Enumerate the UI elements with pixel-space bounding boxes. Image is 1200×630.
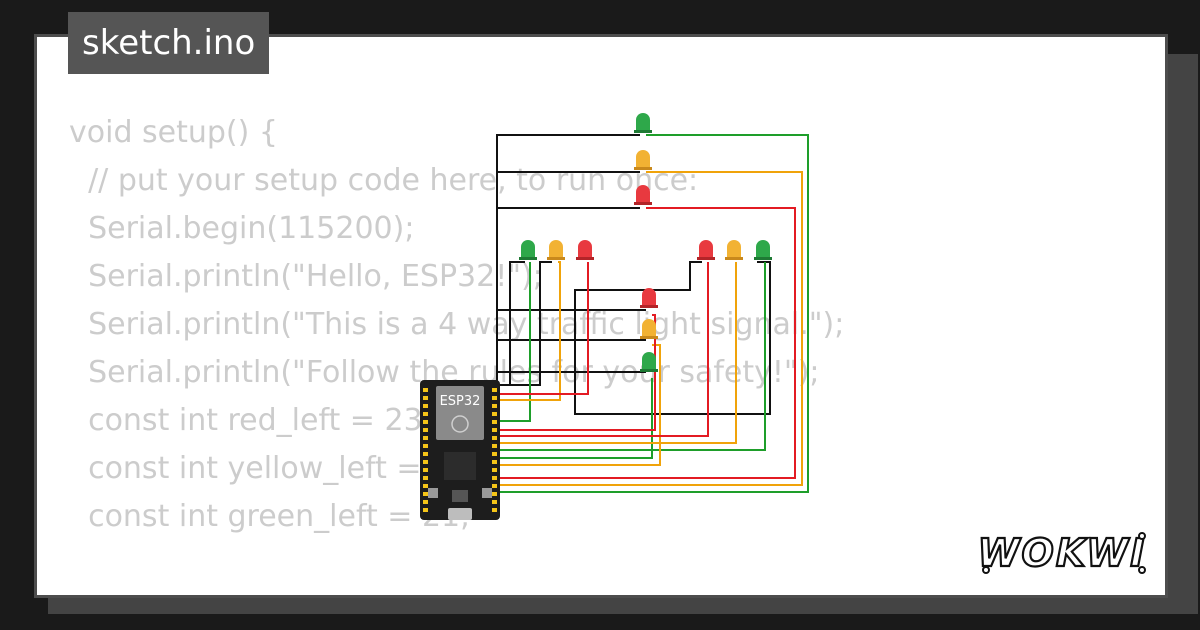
- led-right-red[interactable]: [697, 240, 715, 260]
- led-center-red[interactable]: [640, 288, 658, 308]
- file-tab[interactable]: sketch.ino: [68, 12, 270, 74]
- red-wires: [497, 207, 796, 479]
- usb-port: [448, 508, 472, 520]
- ground-wires: [496, 134, 771, 415]
- led-top-red[interactable]: [634, 185, 652, 205]
- code-line: const int red_left = 23;: [69, 403, 433, 438]
- code-line: void setup() {: [69, 115, 278, 150]
- led-top-green[interactable]: [634, 113, 652, 133]
- code-line: Serial.println("Hello, ESP32!");: [69, 259, 543, 294]
- code-line: // put your setup code here, to run once…: [69, 163, 699, 198]
- wokwi-logo-text: WOKWI: [978, 531, 1147, 575]
- reset-button[interactable]: [482, 488, 492, 498]
- chip-logo-icon: [451, 415, 469, 433]
- green-wires: [497, 134, 809, 493]
- led-right-yellow[interactable]: [725, 240, 743, 260]
- code-line: const int green_left = 21;: [69, 499, 471, 534]
- led-left-green[interactable]: [519, 240, 537, 260]
- esp32-board[interactable]: ESP32: [420, 380, 500, 520]
- code-card: void setup() { // put your setup code he…: [34, 34, 1168, 598]
- board-label: ESP32: [440, 394, 481, 409]
- boot-button[interactable]: [428, 488, 438, 498]
- led-left-yellow[interactable]: [547, 240, 565, 260]
- code-line: Serial.begin(115200);: [69, 211, 415, 246]
- pin-header-right: [492, 388, 497, 512]
- pin-header-left: [423, 388, 428, 512]
- led-top-yellow[interactable]: [634, 150, 652, 170]
- led-center-green[interactable]: [640, 352, 658, 372]
- led-left-red[interactable]: [576, 240, 594, 260]
- led-center-yellow[interactable]: [640, 319, 658, 339]
- wokwi-logo: WOKWI: [977, 530, 1147, 576]
- yellow-wires: [497, 171, 803, 486]
- led-right-green[interactable]: [754, 240, 772, 260]
